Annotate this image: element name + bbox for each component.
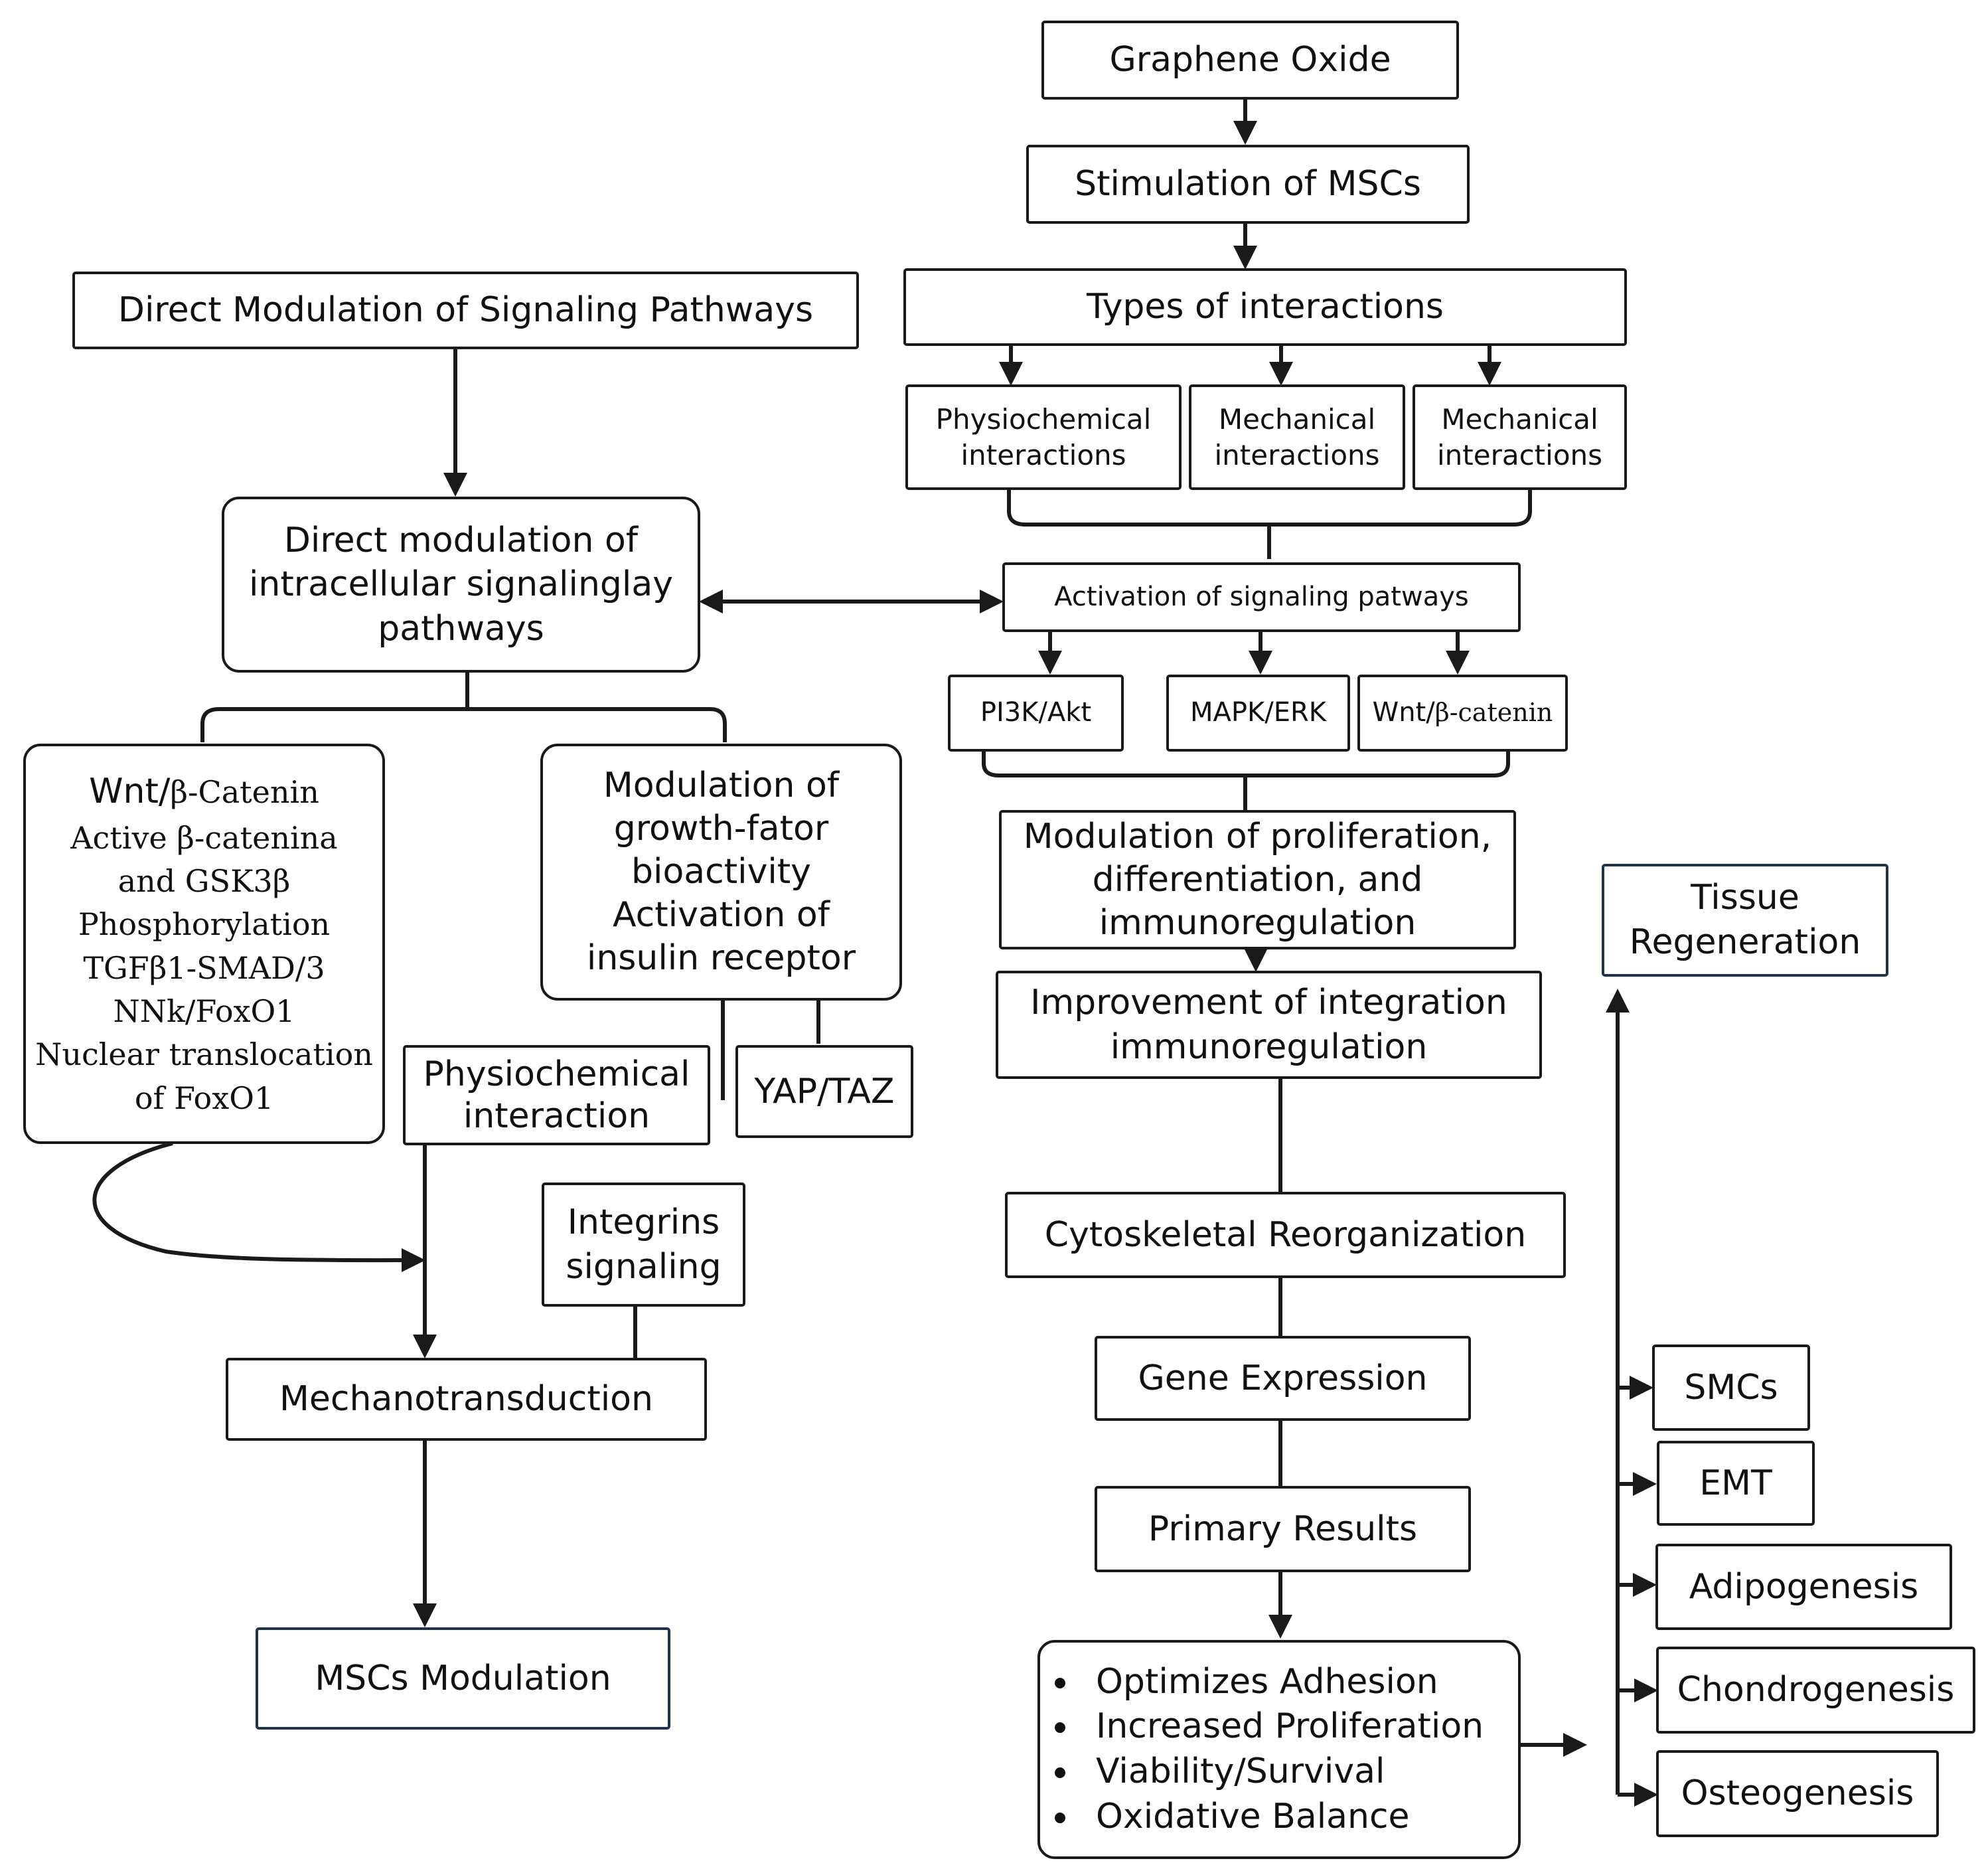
outcome-label: Osteogenesis [1681, 1773, 1914, 1814]
primary-results-label: Primary Results [1148, 1508, 1418, 1549]
tissue-regeneration-box: Tissue Regeneration [1602, 864, 1888, 977]
wnt-detail-line: Active β-catenina [70, 819, 338, 856]
gene-expression-box: Gene Expression [1095, 1336, 1471, 1421]
direct-intracellular-box: Direct modulation of intracellular signa… [222, 497, 700, 673]
stimulation-box: Stimulation of MSCs [1026, 145, 1470, 224]
physiochemical-interaction-box: Physiochemical interaction [403, 1045, 710, 1145]
list-item: Viability/Survival [1080, 1750, 1484, 1795]
mscs-modulation-box: MSCs Modulation [256, 1627, 670, 1730]
physiochemical-interactions-box: Physiochemical interactions [905, 384, 1182, 490]
outcome-label: SMCs [1684, 1367, 1778, 1408]
outcome-chondrogenesis-box: Chondrogenesis [1656, 1647, 1975, 1734]
cytoskeletal-label: Cytoskeletal Reorganization [1044, 1214, 1527, 1255]
graphene-oxide-label: Graphene Oxide [1109, 40, 1391, 80]
curved-arrow-wnt-to-physio [92, 1141, 425, 1273]
growth-factor-line: insulin receptor [586, 938, 856, 978]
mapk-erk-box: MAPK/ERK [1166, 675, 1350, 752]
gene-expression-label: Gene Expression [1138, 1358, 1428, 1398]
pi3k-akt-box: PI3K/Akt [948, 675, 1124, 752]
tissue-regeneration-line: Tissue [1691, 878, 1799, 918]
outcome-emt-box: EMT [1657, 1441, 1815, 1526]
list-item: Optimizes Adhesion [1080, 1660, 1484, 1705]
modulation-line: Modulation of proliferation, [1023, 816, 1492, 856]
mscs-modulation-label: MSCs Modulation [315, 1658, 611, 1698]
mechanical-interactions-line: interactions [1436, 438, 1603, 471]
mapk-label: MAPK/ERK [1190, 697, 1326, 728]
wnt-catenin-details-box: Wnt/β-Catenin Active β-catenina and GSK3… [23, 744, 385, 1144]
list-item: Oxidative Balance [1080, 1795, 1484, 1840]
physiochemical-interaction-line: interaction [463, 1096, 650, 1136]
improvement-line: Improvement of integration [1030, 982, 1507, 1022]
direct-modulation-signaling-box: Direct Modulation of Signaling Pathways [72, 272, 859, 349]
mechanotransduction-label: Mechanotransduction [279, 1379, 653, 1420]
physiochemical-interaction-line: Physiochemical [423, 1054, 690, 1095]
mechanical-interactions-line: Mechanical [1218, 402, 1376, 436]
cytoskeletal-reorganization-box: Cytoskeletal Reorganization [1005, 1192, 1566, 1278]
mechanical-interactions-box: Mechanical interactions [1189, 384, 1405, 490]
yap-taz-box: YAP/TAZ [735, 1045, 913, 1138]
wnt-detail-line: and GSK3β [117, 863, 291, 900]
growth-factor-line: growth-fator [613, 809, 829, 849]
improvement-integration-box: Improvement of integration immunoregulat… [996, 971, 1542, 1079]
improvement-line: immunoregulation [1110, 1026, 1428, 1067]
yap-taz-label: YAP/TAZ [754, 1071, 895, 1111]
list-item: Increased Proliferation [1080, 1704, 1484, 1750]
direct-intracellular-line: intracellular signalinglay [248, 564, 673, 605]
mechanical-interactions-line: interactions [1214, 438, 1380, 471]
graphene-oxide-box: Graphene Oxide [1041, 21, 1459, 100]
tissue-regeneration-line: Regeneration [1629, 922, 1861, 962]
wnt-catenin-box: Wnt/β-catenin [1357, 675, 1568, 752]
activation-label: Activation of signaling patways [1054, 581, 1469, 612]
stimulation-label: Stimulation of MSCs [1075, 164, 1421, 204]
outcome-osteogenesis-box: Osteogenesis [1656, 1750, 1939, 1837]
outcome-label: EMT [1699, 1463, 1772, 1503]
physiochemical-interactions-line: interactions [960, 438, 1126, 471]
direct-intracellular-line: pathways [378, 608, 544, 649]
wnt-detail-line: of FoxO1 [134, 1080, 274, 1116]
direct-intracellular-line: Direct modulation of [283, 520, 639, 560]
integrins-line: Integrins [567, 1202, 720, 1242]
wnt-prefix: Wnt/ [1372, 697, 1435, 728]
wnt-prefix: Wnt/ [89, 771, 171, 811]
brace-interactions [1007, 490, 1532, 559]
modulation-proliferation-box: Modulation of proliferation, differentia… [999, 810, 1516, 949]
growth-factor-line: Modulation of [603, 766, 840, 805]
activation-signaling-box: Activation of signaling patways [1002, 562, 1521, 632]
outcome-smcs-box: SMCs [1652, 1344, 1810, 1431]
wnt-details-first-line: Wnt/β-Catenin [89, 768, 319, 817]
modulation-line: differentiation, and [1092, 859, 1423, 900]
pi3k-label: PI3K/Akt [980, 697, 1092, 728]
mechanotransduction-box: Mechanotransduction [226, 1358, 707, 1441]
wnt-catenin-label: Wnt/β-catenin [1373, 696, 1553, 730]
direct-modulation-label: Direct Modulation of Signaling Pathways [117, 290, 814, 331]
mechanical-interactions-line: Mechanical [1441, 402, 1598, 436]
results-list-box: Optimizes Adhesion Increased Proliferati… [1037, 1640, 1521, 1859]
modulation-line: immunoregulation [1099, 902, 1416, 943]
wnt-detail-line: NNk/FoxO1 [113, 993, 295, 1030]
brace-pathways [982, 752, 1510, 810]
brace-intracellular [200, 673, 727, 742]
wnt-detail-line: Phosphorylation [78, 906, 331, 943]
outcome-label: Chondrogenesis [1677, 1670, 1955, 1710]
outcome-adipogenesis-box: Adipogenesis [1655, 1544, 1952, 1630]
types-of-interactions-box: Types of interactions [903, 268, 1627, 346]
physiochemical-interactions-line: Physiochemical [935, 402, 1152, 436]
outcome-label: Adipogenesis [1689, 1566, 1919, 1607]
types-label: Types of interactions [1086, 287, 1444, 327]
wnt-detail-line: Nuclear translocation [35, 1036, 373, 1073]
mechanical-interactions-box-2: Mechanical interactions [1413, 384, 1627, 490]
growth-factor-line: bioactivity [631, 852, 811, 892]
catenin-suffix: β-catenin [1434, 698, 1553, 728]
primary-results-box: Primary Results [1095, 1486, 1471, 1572]
growth-factor-line: Activation of [613, 895, 830, 935]
results-list: Optimizes Adhesion Increased Proliferati… [1040, 1660, 1484, 1839]
wnt-detail-line: β-Catenin [170, 774, 319, 810]
growth-factor-box: Modulation of growth-fator bioactivity A… [540, 744, 902, 1001]
integrins-signaling-box: Integrins signaling [542, 1182, 745, 1307]
wnt-detail-line: TGFβ1-SMAD/3 [83, 949, 325, 986]
integrins-line: signaling [566, 1246, 722, 1287]
